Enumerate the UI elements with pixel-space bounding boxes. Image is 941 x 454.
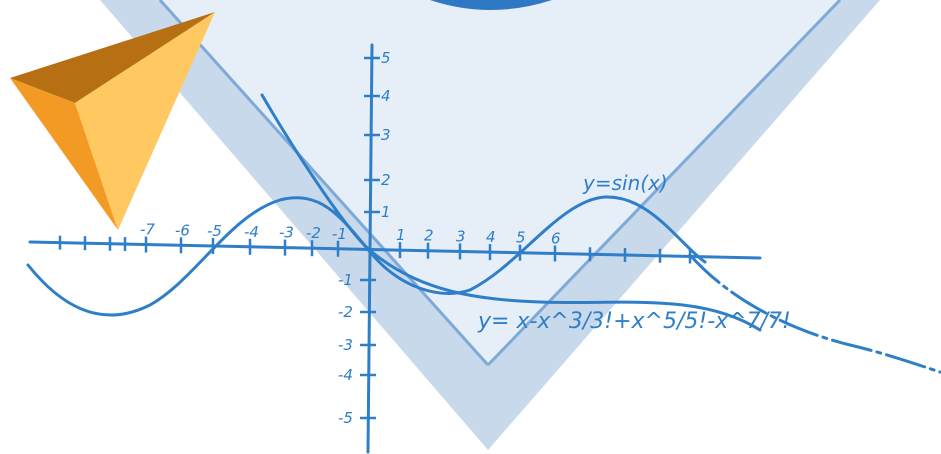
taylor-label: y= x-x^3/3!+x^5/5!-x^7/7! [477,309,791,334]
axis-ticks [58,56,692,420]
x-tick-label: -7 [140,221,155,239]
y-tick-label: 2 [381,171,391,189]
x-tick-label: 2 [424,227,434,245]
y-tick-label: -1 [338,271,353,289]
x-tick-label: -1 [332,225,347,243]
y-tick-label: 4 [381,87,391,105]
y-tick-label: -2 [338,303,353,321]
x-tick-label: -3 [279,224,294,242]
sin-label: y=sin(x) [582,171,668,195]
x-tick-label: -6 [175,221,190,239]
x-tick-label: 3 [456,227,466,245]
x-tick-label: 6 [551,230,561,248]
y-tick-label: 3 [381,126,391,144]
background-chevron [100,0,880,450]
top-arc [430,0,552,10]
y-tick-label: 1 [381,203,391,221]
x-tick-label: 4 [486,228,496,246]
x-tick-label: -2 [306,224,321,242]
pyramid-icon [10,12,215,230]
curves [26,93,941,374]
x-tick-label: 1 [396,226,406,244]
x-axis [28,240,762,260]
x-tick-label: 5 [516,229,526,247]
y-tick-label: -4 [338,366,353,384]
taylor-curve-2 [688,253,941,374]
taylor-curve [260,93,762,332]
y-tick-label: 5 [381,49,391,67]
y-tick-label: -5 [338,409,353,427]
x-tick-label: -4 [244,223,259,241]
y-tick-label: -3 [338,336,353,354]
x-tick-label: -5 [207,222,222,240]
